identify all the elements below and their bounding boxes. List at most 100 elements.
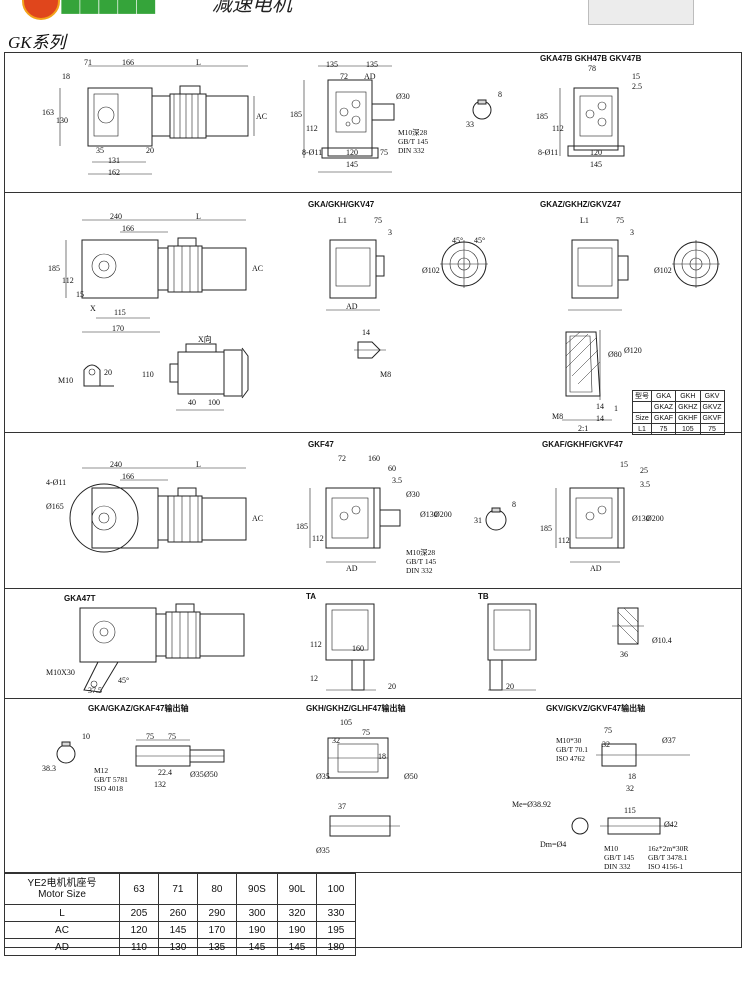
- dim-label: 10: [82, 732, 90, 741]
- dim-label: 166: [122, 224, 134, 233]
- dim-label: 2.5: [632, 82, 642, 91]
- dim-label: 14: [362, 328, 370, 337]
- view-label-gkaz47: GKAZ/GKHZ/GKVZ47: [540, 200, 621, 209]
- dim-label: L: [196, 460, 201, 469]
- dim-label: 75: [380, 148, 388, 157]
- dim-label: 78: [588, 64, 596, 73]
- dim-label: Ø35: [190, 770, 204, 779]
- dim-label: 185: [540, 524, 552, 533]
- dim-label: M8: [552, 412, 564, 421]
- dim-label: 166: [122, 58, 134, 67]
- dim-label: 8-Ø11: [302, 148, 323, 157]
- dim-label: 14: [596, 402, 604, 411]
- dim-label: 37: [338, 802, 346, 811]
- dim-label: 15: [620, 460, 628, 469]
- motor-size-header: YE2电机机座号 Motor Size: [4, 873, 120, 905]
- dim-label: AC: [256, 112, 268, 121]
- thread-note-s5a: M12 GB/T 5781 ISO 4018: [94, 766, 128, 793]
- dim-label: 71: [84, 58, 92, 67]
- dim-label: 166: [122, 472, 134, 481]
- drawing-sheet: [4, 52, 742, 948]
- shaft-key-section-s5a: [56, 741, 76, 764]
- dim-label: 112: [552, 124, 564, 133]
- thread-note-s5c1: M10*30 GB/T 70.1 ISO 4762: [556, 736, 588, 763]
- dim-label: Ø30: [406, 490, 420, 499]
- dim-label: 185: [290, 110, 302, 119]
- thread-note-s5c3: 16z*2m*30R GB/T 3478.1 ISO 4156-1: [648, 844, 689, 871]
- dim-label: 20: [388, 682, 396, 691]
- keyway-section-s3: [485, 507, 507, 531]
- dim-label: AC: [252, 514, 264, 523]
- dim-label: 40: [188, 398, 196, 407]
- dim-label: Ø120: [624, 346, 642, 355]
- dim-label: 8-Ø11: [538, 148, 559, 157]
- dim-label: 185: [296, 522, 308, 531]
- table-row: AC 120 145 170 190 190 195: [4, 921, 357, 939]
- dim-label: AD: [364, 72, 376, 81]
- output-shaft-s5c: [571, 743, 690, 835]
- dim-label: 160: [368, 454, 380, 463]
- dim-label: Ø130: [632, 514, 650, 523]
- dim-label: 75: [146, 732, 154, 741]
- dim-label: 32: [602, 740, 610, 749]
- keyway-section-s1: [472, 99, 492, 120]
- brand-banner: ▅▆▇▆▅ 减速电机: [0, 0, 744, 28]
- dim-label: 135: [326, 60, 338, 69]
- section-divider: [4, 432, 742, 433]
- dim-label: Ø80: [608, 350, 622, 359]
- dim-label: 115: [624, 806, 636, 815]
- torque-arm-detail-s2: [83, 364, 114, 387]
- dim-label: Ø50: [404, 772, 418, 781]
- dim-label: 112: [62, 276, 74, 285]
- dim-label: 20: [146, 146, 154, 155]
- table-row: AD 110 130 135 145 145 180: [4, 938, 357, 956]
- thread-note-s5c2: M10 GB/T 145 DIN 332: [604, 844, 635, 871]
- dim-label: 8: [512, 500, 516, 509]
- dim-label: 72: [338, 454, 346, 463]
- dim-label: 33: [466, 120, 474, 129]
- cover-section-detail-s2: [562, 330, 612, 421]
- dim-label: 72: [340, 72, 348, 81]
- dim-label: Ø42: [664, 820, 678, 829]
- dim-label: 132: [154, 780, 166, 789]
- dim-label: Ø200: [434, 510, 452, 519]
- torque-arm-tb-view-s4: [487, 603, 537, 691]
- gearmotor-side-view-s2: [65, 219, 247, 333]
- dim-label: 135: [366, 60, 378, 69]
- output-shaft-s5b: [327, 737, 400, 837]
- dim-label: 37.5: [88, 686, 102, 695]
- dim-label: 145: [346, 160, 358, 169]
- dim-label: 120: [346, 148, 358, 157]
- dim-label: Dm=Ø4: [540, 840, 567, 849]
- dim-label: L: [196, 212, 201, 221]
- view-label-gka47: GKA/GKH/GKV47: [308, 200, 375, 209]
- dim-label: 112: [312, 534, 324, 543]
- view-label-gkv-shaft: GKV/GKVZ/GKVF47输出轴: [546, 704, 646, 713]
- view-label-gka47b: GKA47B GKH47B GKV47B: [540, 54, 642, 63]
- dim-label: 38.3: [42, 764, 56, 773]
- dim-label: 75: [362, 728, 370, 737]
- dim-label: 130: [56, 116, 68, 125]
- dim-label: Ø35: [316, 772, 330, 781]
- dim-label: L1: [338, 216, 347, 225]
- shaft-cap-detail-s2: [354, 341, 386, 359]
- gearmotor-torque-arm-view-s4: [79, 603, 245, 693]
- dim-label: AD: [346, 302, 358, 311]
- dim-label: 120: [590, 148, 602, 157]
- dim-label: Ø50: [204, 770, 218, 779]
- table-row: L 205 260 290 300 320 330: [4, 904, 357, 922]
- dim-label: 45°: [118, 676, 130, 685]
- dim-label: AD: [346, 564, 358, 573]
- flange-circle-view-s2b: [672, 240, 720, 288]
- dim-label: 45°: [452, 236, 464, 245]
- dim-label: 110: [142, 370, 154, 379]
- dim-label: 31: [474, 516, 482, 525]
- dim-label: 240: [110, 212, 122, 221]
- thread-note-s1: M10深28 GB/T 145 DIN 332: [398, 128, 429, 155]
- flange-front-view-s3: [309, 487, 401, 563]
- section-divider: [4, 698, 742, 699]
- dim-label: 2:1: [578, 424, 589, 433]
